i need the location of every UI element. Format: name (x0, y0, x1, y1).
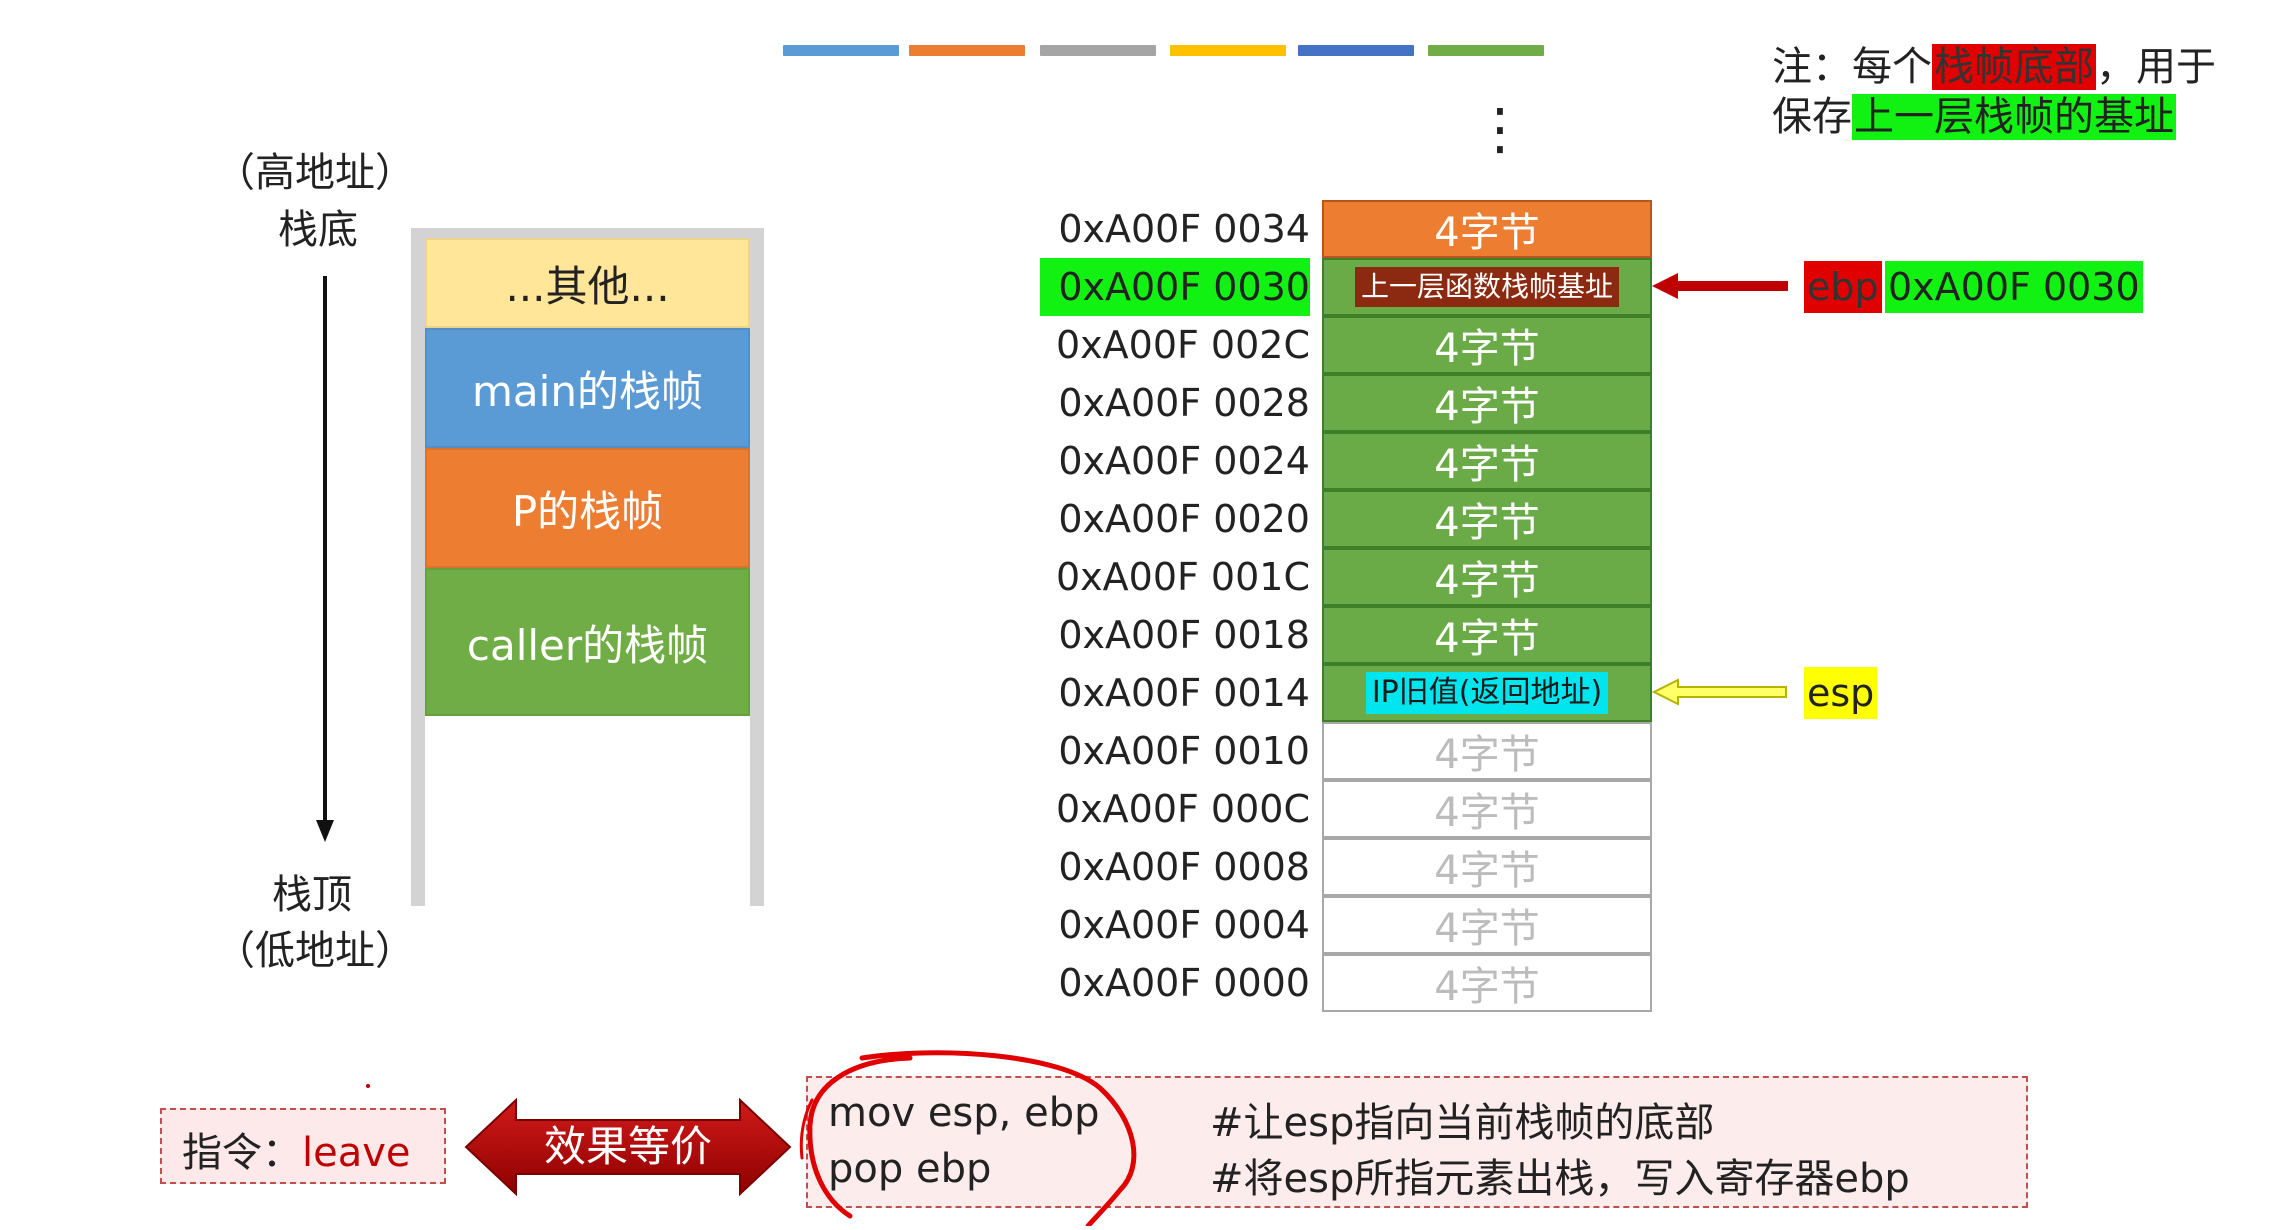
strip-segment (909, 45, 1025, 56)
ebp-register-value: 0xA00F 0030 (1885, 261, 2143, 313)
memory-cell: 4字节 (1322, 200, 1652, 258)
memory-cell: 4字节 (1322, 722, 1652, 780)
memory-cell: 4字节 (1322, 606, 1652, 664)
esp-arrow-icon (1651, 677, 1788, 707)
memory-cell: 4字节 (1322, 780, 1652, 838)
note-text: 注：每个 (1772, 44, 1932, 90)
red-dot-mark (366, 1084, 370, 1088)
ebp-arrow-icon (1652, 271, 1788, 301)
memory-address: 0xA00F 000C (1055, 787, 1310, 831)
annotation-circle (790, 1040, 1170, 1229)
memory-address: 0xA00F 0018 (1058, 613, 1310, 657)
low-address-label: （低地址） (215, 928, 415, 974)
strip-segment (1040, 45, 1156, 56)
instruction-name: leave (302, 1130, 411, 1176)
code-box: mov esp, ebp #让esp指向当前栈帧的底部 pop ebp #将es… (806, 1076, 2028, 1208)
memory-address: 0xA00F 002C (1055, 323, 1310, 367)
memory-address: 0xA00F 0028 (1058, 381, 1310, 425)
memory-cell: 4字节 (1322, 374, 1652, 432)
memory-cell: 4字节 (1322, 548, 1652, 606)
stack-rail-right (750, 228, 764, 906)
note: 注：每个栈帧底部，用于 保存上一层栈帧的基址 (1772, 42, 2216, 142)
ellipsis-icon: ⋮ (1472, 97, 1528, 162)
note-line-1: 注：每个栈帧底部，用于 (1772, 42, 2216, 92)
note-text: ，用于 (2096, 44, 2216, 90)
memory-address: 0xA00F 0004 (1058, 903, 1310, 947)
memory-cell: 4字节 (1322, 432, 1652, 490)
memory-cell: 4字节 (1322, 490, 1652, 548)
memory-address: 0xA00F 0030 (1040, 258, 1310, 316)
note-highlight-red: 栈帧底部 (1932, 44, 2096, 90)
memory-address: 0xA00F 0000 (1058, 961, 1310, 1005)
instruction-box: 指令：leave (160, 1108, 446, 1184)
stack-top-label: 栈顶 (272, 872, 352, 918)
stack-bottom-label: 栈底 (278, 207, 358, 253)
memory-cell: 4字节 (1322, 316, 1652, 374)
memory-address: 0xA00F 0034 (1058, 207, 1310, 251)
strip-segment (1428, 45, 1544, 56)
instruction-text: 指令：leave (182, 1120, 411, 1178)
stack-rail-left (411, 228, 425, 906)
high-address-label: （高地址） (215, 150, 415, 196)
code-instr-2: pop ebp (828, 1146, 992, 1192)
equivalence-arrow: 效果等价 (464, 1098, 792, 1196)
memory-address: 0xA00F 0014 (1058, 671, 1310, 715)
esp-register-label: esp (1804, 667, 1878, 719)
memory-address: 0xA00F 0010 (1058, 729, 1310, 773)
strip-segment (783, 45, 899, 56)
code-comment-2: #将esp所指元素出栈，写入寄存器ebp (1210, 1156, 1910, 1202)
frame-p: P的栈帧 (425, 448, 750, 568)
ebp-register-label: ebp (1804, 261, 1882, 313)
code-comment-1: #让esp指向当前栈帧的底部 (1210, 1100, 1715, 1146)
memory-cell: IP旧值(返回地址) (1322, 664, 1652, 722)
stack-rail-top (411, 228, 763, 238)
strip-segment (1170, 45, 1286, 56)
memory-address: 0xA00F 001C (1055, 555, 1310, 599)
memory-address: 0xA00F 0024 (1058, 439, 1310, 483)
code-instr-1: mov esp, ebp (828, 1090, 1100, 1136)
note-text: 保存 (1772, 94, 1852, 140)
note-line-2: 保存上一层栈帧的基址 (1772, 92, 2216, 142)
return-address-label: IP旧值(返回地址) (1365, 672, 1609, 714)
frame-main: main的栈帧 (425, 328, 750, 448)
memory-address: 0xA00F 0020 (1058, 497, 1310, 541)
memory-cell: 上一层函数栈帧基址 (1322, 258, 1652, 316)
memory-cell: 4字节 (1322, 954, 1652, 1012)
down-arrow-icon (310, 276, 340, 844)
note-highlight-green: 上一层栈帧的基址 (1852, 94, 2176, 140)
strip-segment (1298, 45, 1414, 56)
equivalence-label: 效果等价 (543, 1122, 712, 1171)
memory-cell: 4字节 (1322, 896, 1652, 954)
instruction-prefix: 指令： (182, 1130, 302, 1176)
frame-caller: caller的栈帧 (425, 568, 750, 716)
memory-cell: 4字节 (1322, 838, 1652, 896)
frame-other: ...其他... (425, 238, 750, 328)
prev-frame-base-label: 上一层函数栈帧基址 (1354, 267, 1619, 307)
memory-address: 0xA00F 0008 (1058, 845, 1310, 889)
